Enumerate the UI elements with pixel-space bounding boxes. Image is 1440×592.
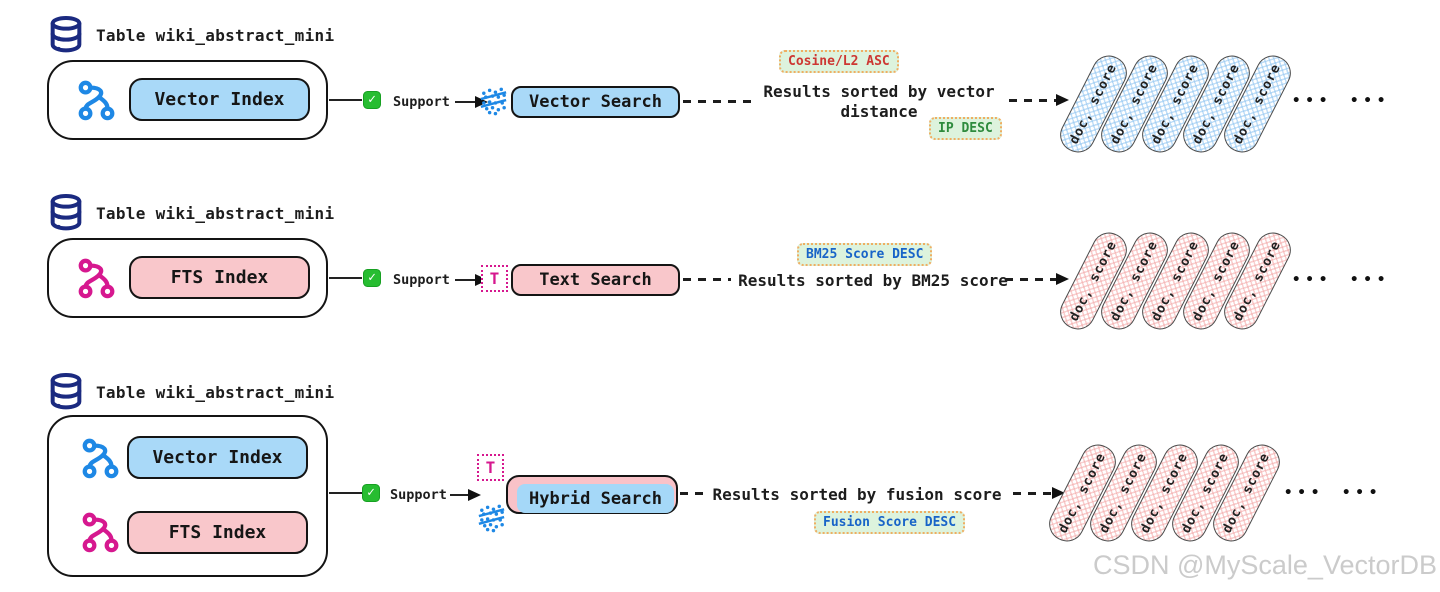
- arrow-line: [455, 279, 476, 282]
- vector-scatter-icon: [478, 85, 509, 117]
- arrow-head-icon: [1056, 273, 1069, 285]
- database-icon: [46, 191, 86, 233]
- ellipsis: •••: [1350, 93, 1391, 109]
- ellipsis: •••: [1284, 485, 1325, 501]
- dashed-line: [683, 100, 753, 103]
- support-check-icon: ✓: [363, 91, 381, 109]
- dashed-line: [680, 492, 706, 495]
- ellipsis: •••: [1292, 272, 1333, 288]
- table-title: Table wiki_abstract_mini: [96, 383, 335, 402]
- database-icon: [46, 13, 86, 55]
- support-check-icon: ✓: [362, 484, 380, 502]
- arrow-line: [455, 101, 476, 104]
- vector-index-route-icon: [76, 79, 118, 121]
- dashed-line: [1005, 278, 1056, 281]
- results-text: Results sorted by fusion score: [712, 485, 1002, 504]
- results-text: Results sorted by vector distance: [763, 82, 995, 121]
- dashed-line: [1013, 492, 1053, 495]
- connector-line: [329, 492, 362, 495]
- arrow-line: [450, 494, 469, 497]
- dashed-line: [1009, 99, 1058, 102]
- connector-line: [329, 277, 362, 280]
- fts-index-route-icon: [76, 257, 118, 299]
- ellipsis: •••: [1342, 485, 1383, 501]
- text-token-icon: T: [477, 454, 504, 481]
- hybrid-search-pill: Hybrid Search: [506, 475, 678, 514]
- row-hybrid-search: Table wiki_abstract_mini Vector Index FT…: [0, 355, 1440, 592]
- row-text-search: Table wiki_abstract_mini FTS Index ✓ Sup…: [0, 178, 1440, 358]
- support-label: Support: [393, 94, 450, 110]
- support-check-icon: ✓: [363, 269, 381, 287]
- fts-index-route-icon: [80, 511, 122, 553]
- vector-index-route-icon: [80, 437, 122, 479]
- ellipsis: •••: [1292, 93, 1333, 109]
- badge-cosine-l2-asc: Cosine/L2 ASC: [779, 50, 899, 73]
- vector-scatter-icon: [476, 502, 507, 534]
- vector-search-pill: Vector Search: [511, 86, 680, 118]
- text-search-pill: Text Search: [511, 264, 680, 296]
- support-label: Support: [390, 487, 447, 503]
- arrow-head-icon: [468, 489, 481, 501]
- vector-index-pill: Vector Index: [127, 436, 308, 479]
- database-icon: [46, 370, 86, 412]
- ellipsis: •••: [1350, 272, 1391, 288]
- fts-index-pill: FTS Index: [129, 256, 310, 299]
- support-label: Support: [393, 272, 450, 288]
- row-vector-search: Table wiki_abstract_mini Vector Index ✓ …: [0, 0, 1440, 180]
- connector-line: [329, 99, 362, 102]
- results-text: Results sorted by BM25 score: [738, 271, 1008, 290]
- hybrid-search-label: Hybrid Search: [517, 484, 674, 513]
- watermark: CSDN @MyScale_VectorDB: [1092, 550, 1437, 580]
- badge-fusion-desc: Fusion Score DESC: [814, 511, 966, 534]
- fts-index-pill: FTS Index: [127, 511, 308, 554]
- badge-ip-desc: IP DESC: [929, 117, 1002, 140]
- dashed-line: [683, 278, 731, 281]
- table-title: Table wiki_abstract_mini: [96, 204, 335, 223]
- vector-index-pill: Vector Index: [129, 78, 310, 121]
- text-token-icon: T: [481, 265, 508, 292]
- arrow-head-icon: [1056, 94, 1069, 106]
- table-title: Table wiki_abstract_mini: [96, 26, 335, 45]
- badge-bm25-desc: BM25 Score DESC: [797, 243, 933, 266]
